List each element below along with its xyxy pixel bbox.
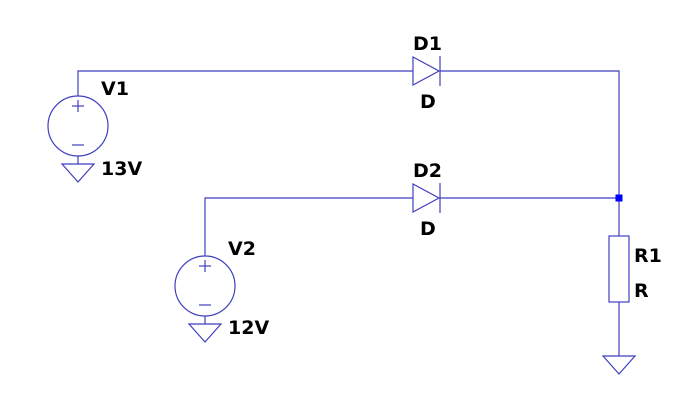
v2-ref-label: V2 [228,238,256,260]
v1-value-label: 13V [101,158,142,180]
diode-d2[interactable] [412,182,441,214]
ground-symbol-r1 [601,355,637,375]
resistor-r1[interactable] [608,235,630,303]
d1-model-label: D [420,91,436,113]
ground-symbol-v1 [60,163,96,183]
voltage-source-v1[interactable] [47,95,109,164]
voltage-source-v2[interactable] [174,255,236,324]
ground-symbol-v2 [187,323,223,343]
diode-d1[interactable] [412,55,441,87]
wires [77,70,620,356]
r1-ref-label: R1 [634,245,662,267]
d1-ref-label: D1 [413,33,442,55]
wire-v1-to-d1[interactable] [77,70,413,96]
junction-dot[interactable] [615,194,623,202]
r1-value-label: R [634,280,649,302]
wire-d1-to-node[interactable] [440,70,620,198]
v1-ref-label: V1 [101,78,129,100]
d2-model-label: D [420,218,436,240]
d2-ref-label: D2 [413,160,442,182]
v2-value-label: 12V [228,317,269,339]
wire-v2-to-d2[interactable] [204,197,413,256]
